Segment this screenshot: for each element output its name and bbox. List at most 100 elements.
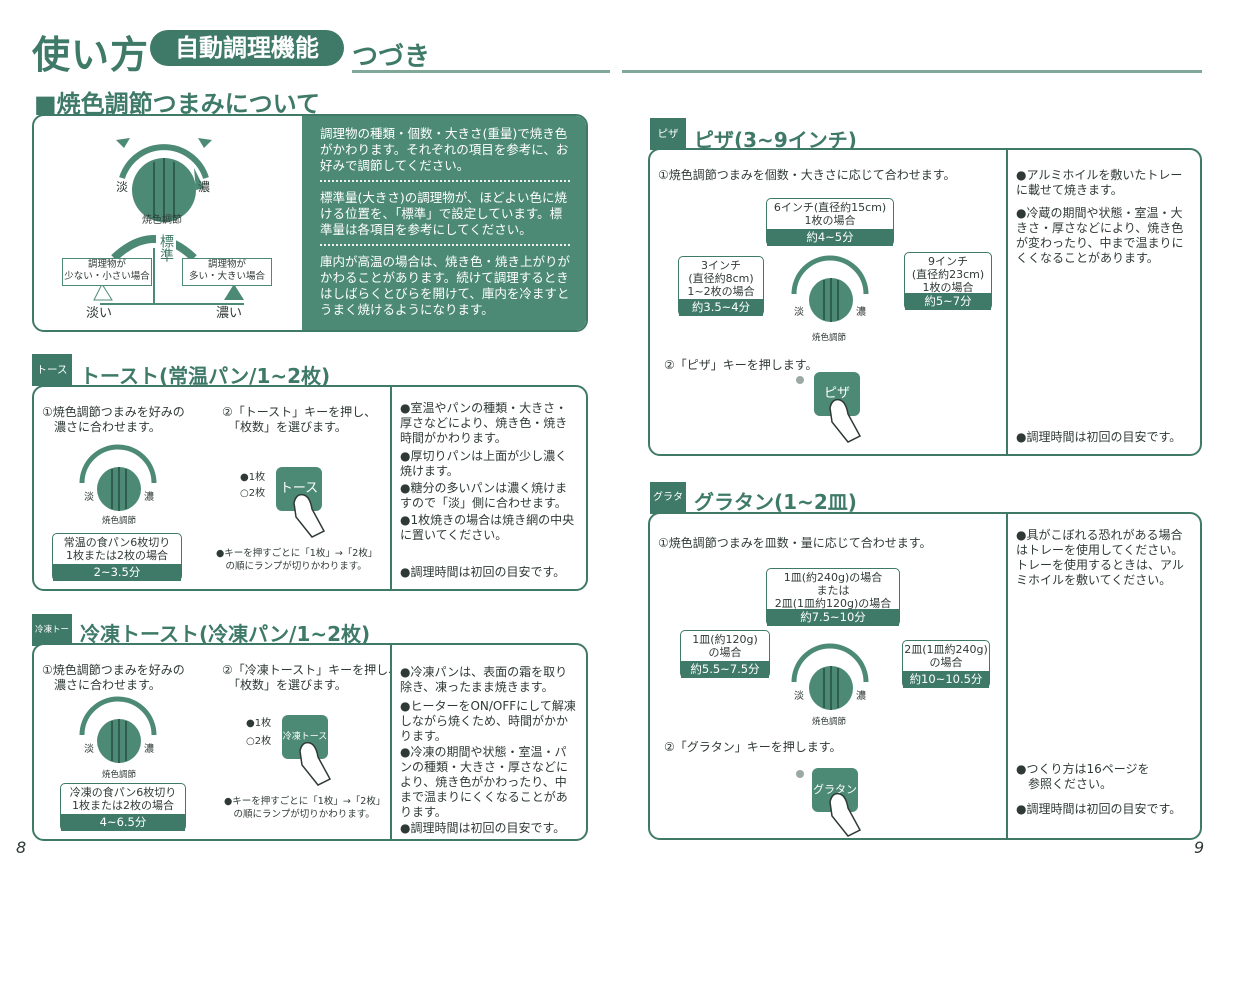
panel-divider — [320, 244, 570, 246]
frozen-divider — [390, 645, 392, 839]
pizza-top-time: 約4~5分 — [767, 229, 893, 246]
panel-text-3: 庫内が高温の場合は、焼き色・焼き上がりがかわることがあります。続けて調理するとき… — [320, 254, 571, 317]
toast-bullet-3: ●糖分の多いパンは濃く焼けますので「淡」側に合わせます。 — [400, 481, 568, 510]
pizza-dark: 濃 — [856, 307, 866, 318]
gratin-right-callout: 2皿(1皿約240g) の場合 約10~10.5分 — [902, 640, 990, 688]
gratin-footer-note: ●調理時間は初回の目安です。 — [1016, 802, 1182, 816]
frozen-light: 淡 — [84, 744, 94, 755]
pizza-right-callout: 9インチ (直径約23cm) 1枚の場合 約5~7分 — [904, 252, 992, 310]
gratin-step2: ②「グラタン」キーを押します。 — [664, 740, 842, 754]
frozen-callout-text: 冷凍の食パン6枚切り 1枚または2枚の場合 — [69, 786, 177, 812]
pizza-footer-note: ●調理時間は初回の目安です。 — [1016, 430, 1182, 444]
gratin-title: グラタン(1~2皿) — [694, 490, 857, 514]
gratin-dial-caption: 焼色調節 — [812, 717, 847, 727]
less-case-box: 調理物が 少ない・小さい場合 — [62, 258, 152, 286]
pizza-step1: ①焼色調節つまみを個数・大きさに応じて合わせます。 — [658, 168, 956, 182]
toast-light: 淡 — [84, 492, 94, 503]
toast-bullet-2: ●厚切りパンは上面が少し濃く焼けます。 — [400, 449, 568, 478]
gratin-top-time: 約7.5~10分 — [767, 609, 899, 626]
toast-dial-icon — [79, 444, 157, 511]
frozen-toast-title: 冷凍トースト(冷凍パン/1~2枚) — [80, 622, 371, 646]
toast-key-note: ●キーを押すごとに「1枚」→「2枚」 の順にランプが切りかわります。 — [216, 548, 378, 572]
pizza-tag: ピザ — [650, 118, 686, 150]
pizza-bullet-1: ●アルミホイルを敷いたトレーに載せて焼きます。 — [1016, 168, 1183, 197]
toast-title: トースト(常温パン/1~2枚) — [80, 364, 331, 388]
dial-dark-label: 濃 — [198, 180, 211, 194]
finger-icon — [299, 741, 332, 786]
toast-footer-note: ●調理時間は初回の目安です。 — [400, 565, 566, 579]
frozen-toast-tag: 冷凍トースト — [32, 614, 72, 667]
gratin-top-callout-text: 1皿(約240g)の場合 または 2皿(1皿約120g)の場合 — [774, 571, 892, 610]
dial-caption: 焼色調節 — [142, 215, 182, 226]
pizza-left-callout: 3インチ (直径約8cm) 1~2枚の場合 約3.5~4分 — [678, 256, 764, 316]
dial-info-panel: 調理物の種類・個数・大きさ(重量)で焼き色がかわります。それぞれの項目を参考に、… — [302, 116, 586, 330]
toast-divider — [390, 387, 392, 589]
frozen-bullet-2: ●ヒーターをON/OFFにして解凍しながら焼くため、時間がかかります。 — [400, 699, 576, 743]
pizza-top-callout: 6インチ(直径約15cm) 1枚の場合 約4~5分 — [766, 198, 894, 246]
finger-icon — [829, 792, 862, 837]
title-pill: 自動調理機能 — [150, 30, 344, 66]
toast-callout-text: 常温の食パン6枚切り 1枚または2枚の場合 — [63, 536, 171, 562]
standard-diagram — [93, 235, 244, 305]
title-continued: つづき — [352, 42, 431, 72]
toast-step2: ②「トースト」キーを押し、 「枚数」を選びます。 — [222, 405, 377, 434]
frozen-time: 4~6.5分 — [61, 814, 185, 831]
finger-icon — [293, 493, 326, 538]
gratin-dark: 濃 — [856, 691, 866, 702]
frozen-footer-note: ●調理時間は初回の目安です。 — [400, 821, 566, 835]
pizza-left-callout-text: 3インチ (直径約8cm) 1~2枚の場合 — [687, 259, 755, 298]
pizza-top-callout-text: 6インチ(直径約15cm) 1枚の場合 — [773, 201, 887, 227]
pizza-step2: ②「ピザ」キーを押します。 — [664, 358, 818, 372]
panel-text-1: 調理物の種類・個数・大きさ(重量)で焼き色がかわります。それぞれの項目を参考に、… — [320, 126, 569, 173]
gratin-box: ①焼色調節つまみを皿数・量に応じて合わせます。 1皿(約240g)の場合 または… — [648, 512, 1202, 840]
dial-illustration — [116, 138, 212, 222]
pizza-key-button[interactable]: ピザ — [814, 372, 860, 416]
pizza-right-time: 約5~7分 — [905, 293, 991, 310]
pizza-bullet-2: ●冷蔵の期間や状態・室温・大きさ・厚さなどにより、焼き色が変わったり、中まで温ま… — [1016, 206, 1184, 265]
panel-divider — [320, 180, 570, 182]
pizza-divider — [1006, 150, 1008, 454]
gratin-left-callout: 1皿(約120g) の場合 約5.5~7.5分 — [680, 630, 770, 678]
pizza-left-time: 約3.5~4分 — [679, 299, 763, 316]
frozen-dial-caption: 焼色調節 — [102, 770, 137, 780]
panel-text-2: 標準量(大きさ)の調理物が、ほどよい色に焼ける位置を、「標準」で設定しています。… — [320, 190, 568, 237]
pizza-light: 淡 — [794, 307, 804, 318]
frozen-step1: ①焼色調節つまみを好みの 濃さに合わせます。 — [42, 663, 185, 692]
toast-lamp-1: ●1枚 — [240, 472, 266, 483]
pizza-lamp — [796, 376, 804, 384]
frozen-callout: 冷凍の食パン6枚切り 1枚または2枚の場合 4~6.5分 — [60, 783, 186, 831]
gratin-tag: グラタン — [650, 482, 686, 535]
gratin-top-callout: 1皿(約240g)の場合 または 2皿(1皿約120g)の場合 約7.5~10分 — [766, 568, 900, 626]
gratin-light: 淡 — [794, 691, 804, 702]
page-number-right: 9 — [1194, 838, 1205, 857]
finger-icon — [829, 398, 862, 443]
section-title: ■焼色調節つまみについて — [34, 90, 320, 118]
frozen-key-note: ●キーを押すごとに「1枚」→「2枚」 の順にランプが切りかわります。 — [224, 796, 386, 820]
gratin-bullet-1: ●具がこぼれる恐れがある場合はトレーを使用してください。トレーを使用するときは、… — [1016, 528, 1184, 587]
dial-explanation-box: 淡 濃 焼色調節 標準 調理物が 少ない・小さい場合 調理物が 多い・大きい場合… — [32, 114, 588, 332]
gratin-left-callout-text: 1皿(約120g) の場合 — [692, 633, 758, 659]
header-rule-left — [352, 70, 610, 73]
gratin-step1: ①焼色調節つまみを皿数・量に応じて合わせます。 — [658, 536, 932, 550]
page-number-left: 8 — [16, 838, 27, 857]
gratin-dial-icon — [791, 643, 869, 710]
toast-dial-caption: 焼色調節 — [102, 516, 137, 526]
header-rule-right — [622, 70, 1202, 73]
frozen-lamp-2: ○2枚 — [246, 736, 272, 747]
toast-box: ①焼色調節つまみを好みの 濃さに合わせます。 ②「トースト」キーを押し、 「枚数… — [32, 385, 588, 591]
toast-bullet-4: ●1枚焼きの場合は焼き網の中央に置いてください。 — [400, 513, 575, 542]
toast-dark: 濃 — [144, 492, 154, 503]
gratin-right-time: 約10~10.5分 — [903, 671, 989, 688]
pizza-right-callout-text: 9インチ (直径約23cm) 1枚の場合 — [911, 255, 985, 294]
gratin-right-callout-text: 2皿(1皿約240g) の場合 — [904, 643, 988, 669]
standard-label: 標準 — [156, 234, 176, 262]
page-title: 使い方 — [32, 33, 150, 77]
lighter-result: 淡い — [86, 306, 113, 321]
more-case-box: 調理物が 多い・大きい場合 — [182, 258, 272, 286]
darker-result: 濃い — [216, 306, 243, 321]
frozen-step2: ②「冷凍トースト」キーを押し、 「枚数」を選びます。 — [222, 663, 401, 692]
frozen-bullet-3: ●冷凍の期間や状態・室温・パンの種類・大きさ・厚さなどにより、焼き色がかわったり… — [400, 745, 569, 819]
toast-lamp-2: ○2枚 — [240, 488, 266, 499]
frozen-toast-box: ①焼色調節つまみを好みの 濃さに合わせます。 ②「冷凍トースト」キーを押し、 「… — [32, 643, 588, 841]
frozen-dark: 濃 — [144, 744, 154, 755]
